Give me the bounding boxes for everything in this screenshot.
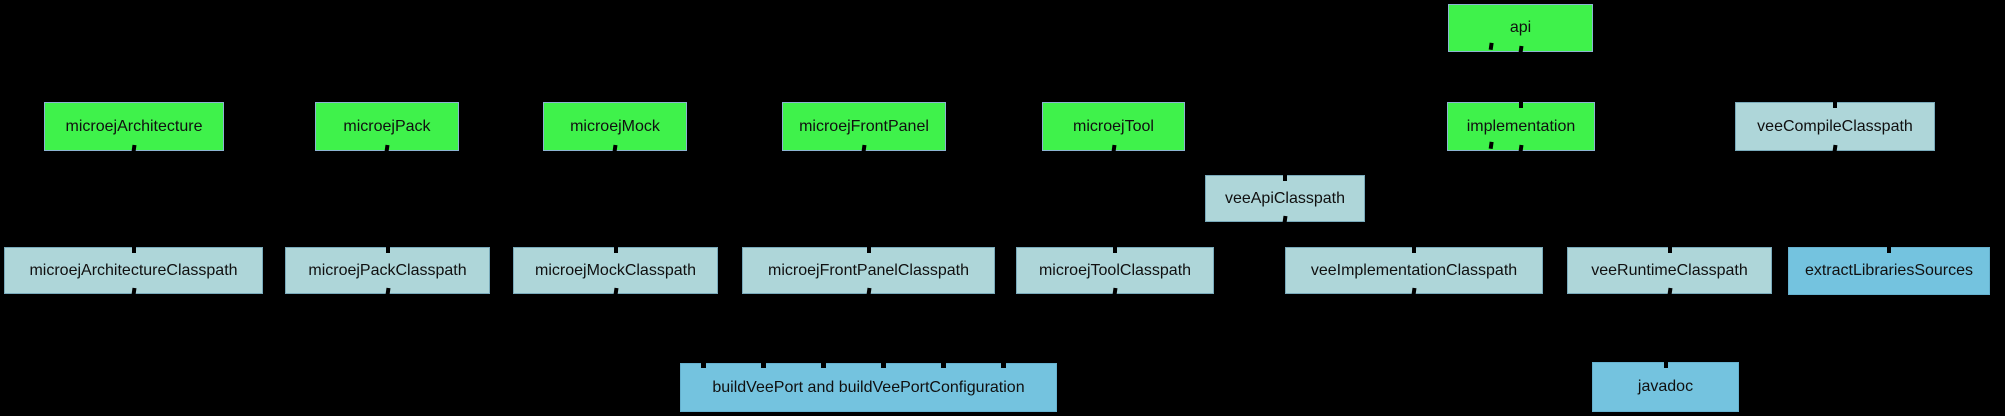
node-label: microejToolClasspath xyxy=(1038,261,1192,279)
node-label: api xyxy=(1509,19,1532,36)
node-label: implementation xyxy=(1466,117,1576,135)
node-microej-mock: microejMock xyxy=(543,102,687,151)
node-javadoc: javadoc xyxy=(1592,361,1739,412)
node-label: javadoc xyxy=(1637,378,1694,395)
node-label: microejPackClasspath xyxy=(308,261,467,279)
node-label: buildVeePort and buildVeePortConfigurati… xyxy=(712,378,1025,396)
node-label: microejMockClasspath xyxy=(535,261,696,279)
node-label: microejArchitecture xyxy=(65,117,203,135)
node-microej-architecture: microejArchitecture xyxy=(44,102,224,151)
node-label: veeApiClasspath xyxy=(1224,189,1346,207)
node-label: microejPack xyxy=(343,117,431,135)
node-microej-tool: microejTool xyxy=(1042,102,1185,151)
node-label: microejFrontPanelClasspath xyxy=(768,261,969,279)
node-microej-front-panel: microejFrontPanel xyxy=(782,102,946,151)
node-label: microejTool xyxy=(1073,117,1154,135)
node-implementation: implementation xyxy=(1447,101,1595,151)
node-microej-front-panel-classpath: microejFrontPanelClasspath xyxy=(742,246,995,294)
node-label: microejFrontPanel xyxy=(799,117,929,135)
node-vee-implementation-classpath: veeImplementationClasspath xyxy=(1285,246,1543,294)
node-microej-architecture-classpath: microejArchitectureClasspath xyxy=(4,246,263,294)
node-vee-api-classpath: veeApiClasspath xyxy=(1205,174,1365,222)
node-microej-pack: microejPack xyxy=(315,102,459,151)
node-label: microejMock xyxy=(570,117,660,135)
node-label: extractLibrariesSources xyxy=(1804,262,1974,279)
node-build-vee-port: buildVeePort and buildVeePortConfigurati… xyxy=(680,362,1057,412)
node-extract-libraries-sources: extractLibrariesSources xyxy=(1788,246,1990,295)
node-microej-mock-classpath: microejMockClasspath xyxy=(513,246,718,294)
node-label: veeCompileClasspath xyxy=(1757,117,1913,135)
node-label: veeImplementationClasspath xyxy=(1310,261,1518,279)
node-api: api xyxy=(1448,4,1593,52)
node-label: microejArchitectureClasspath xyxy=(29,261,238,279)
node-vee-runtime-classpath: veeRuntimeClasspath xyxy=(1567,246,1772,294)
node-label: veeRuntimeClasspath xyxy=(1591,261,1748,279)
node-microej-pack-classpath: microejPackClasspath xyxy=(285,246,490,294)
node-microej-tool-classpath: microejToolClasspath xyxy=(1016,246,1214,294)
node-vee-compile-classpath: veeCompileClasspath xyxy=(1735,101,1935,151)
